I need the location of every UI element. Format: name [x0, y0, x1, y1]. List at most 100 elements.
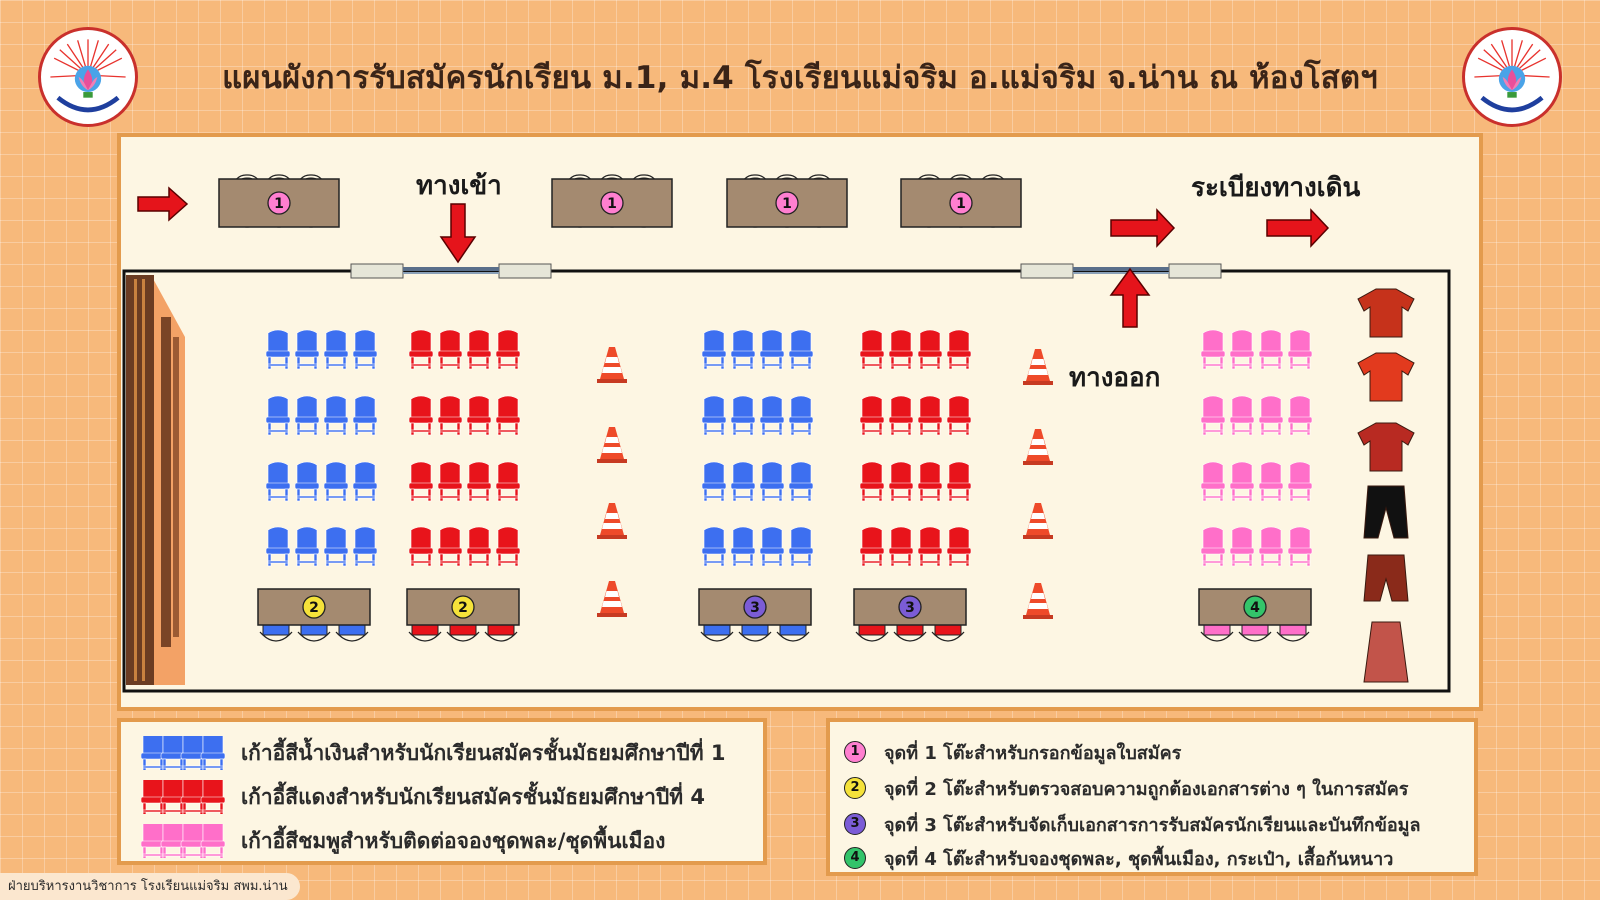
- pink-chair-icon: [1287, 461, 1313, 502]
- svg-text:3: 3: [905, 600, 915, 616]
- school-emblem-icon: [1474, 39, 1550, 113]
- station-1-badge: 1: [775, 191, 799, 215]
- blue-chair-icon: [335, 623, 369, 642]
- red-chair-icon: [466, 461, 492, 502]
- pink-chair-icon: [1229, 329, 1255, 370]
- blue-chair-icon: [265, 461, 291, 502]
- pink-chair-icon: [200, 824, 226, 858]
- red-chair-icon: [437, 461, 463, 502]
- red-chair-icon: [408, 395, 434, 436]
- blue-chair-icon: [738, 623, 772, 642]
- pink-chair-icon: [1229, 526, 1255, 567]
- red-chair-icon: [888, 526, 914, 567]
- station-4-badge: 4: [844, 847, 866, 869]
- svg-text:2: 2: [458, 600, 468, 616]
- traffic-cone-icon: [1023, 349, 1053, 385]
- station-1-badge: 1: [267, 191, 291, 215]
- station-4-badge: 4: [1243, 595, 1267, 619]
- red-chair-icon: [200, 780, 226, 814]
- traffic-cone-icon: [597, 581, 627, 617]
- entrance-label: ทางเข้า: [416, 171, 502, 201]
- red-chair-icon: [466, 329, 492, 370]
- pink-chair-icon: [1287, 395, 1313, 436]
- svg-text:3: 3: [750, 600, 760, 616]
- station-legend-row: 3 จุดที่ 3 โต๊ะสำหรับจัดเก็บเอกสารการรับ…: [844, 804, 1421, 844]
- blue-chair-icon: [352, 329, 378, 370]
- red-chair-icon: [859, 461, 885, 502]
- red-chair-icon: [946, 329, 972, 370]
- red-chair-icon: [859, 329, 885, 370]
- blue-chair-icon: [700, 623, 734, 642]
- chair-legend-row: เก้าอี้สีแดงสำหรับนักเรียนสมัครชั้นมัธยม…: [121, 777, 705, 817]
- blue-chair-icon: [788, 395, 814, 436]
- pink-chair-icon: [141, 824, 166, 858]
- blue-chair-icon: [294, 526, 320, 567]
- svg-text:1: 1: [956, 196, 966, 212]
- pink-chair-icon: [1200, 623, 1234, 642]
- blue-chair-icon: [180, 736, 206, 770]
- station-1-badge: 1: [949, 191, 973, 215]
- station-legend: 1 จุดที่ 1 โต๊ะสำหรับกรอกข้อมูลใบสมัคร 2…: [826, 718, 1478, 876]
- red-chair-icon: [859, 526, 885, 567]
- traffic-cone-icon: [597, 347, 627, 383]
- blue-chair-icon: [701, 395, 727, 436]
- stage: [126, 275, 185, 685]
- red-chair-icon: [466, 395, 492, 436]
- red-chair-icon: [946, 526, 972, 567]
- pink-chair-icon: [1200, 329, 1226, 370]
- blue-chair-icon: [759, 395, 785, 436]
- blue-chair-icon: [265, 395, 291, 436]
- pink-chair-icon: [1200, 395, 1226, 436]
- traffic-cone-icon: [1023, 503, 1053, 539]
- blue-chair-icon: [776, 623, 810, 642]
- svg-text:1: 1: [274, 196, 284, 212]
- pink-chair-icon: [1276, 623, 1310, 642]
- blue-chair-icon: [160, 736, 186, 770]
- blue-chair-icon: [730, 329, 756, 370]
- red-chair-icon: [495, 526, 521, 567]
- blue-chair-icon: [788, 329, 814, 370]
- blue-chair-icon: [259, 623, 293, 642]
- blue-chair-icon: [701, 526, 727, 567]
- red-chair-icon: [917, 395, 943, 436]
- svg-text:4: 4: [1250, 600, 1260, 616]
- chair-legend-text: เก้าอี้สีน้ำเงินสำหรับนักเรียนสมัครชั้นม…: [241, 740, 726, 765]
- red-chair-icon: [495, 395, 521, 436]
- pink-chairs-icon: [141, 824, 226, 858]
- red-chair-icon: [917, 329, 943, 370]
- blue-chair-icon: [294, 395, 320, 436]
- traffic-cone-icon: [597, 427, 627, 463]
- red-chair-icon: [446, 623, 480, 642]
- blue-chair-icon: [141, 736, 166, 770]
- blue-chair-icon: [323, 461, 349, 502]
- polo-shirt-icon: [1357, 422, 1415, 472]
- red-chair-icon: [484, 623, 518, 642]
- exit-label: ทางออก: [1069, 363, 1161, 393]
- red-chair-icon: [180, 780, 206, 814]
- traffic-cone-icon: [597, 503, 627, 539]
- station-2-badge: 2: [844, 777, 866, 799]
- red-chair-icon: [917, 526, 943, 567]
- svg-text:1: 1: [607, 196, 617, 212]
- school-emblem-icon: [50, 39, 126, 113]
- chair-legend-text: เก้าอี้สีชมพูสำหรับติดต่อจองชุดพละ/ชุดพื…: [241, 828, 666, 853]
- station-3-badge: 3: [743, 595, 767, 619]
- blue-chair-icon: [759, 329, 785, 370]
- school-logo-right: [1462, 27, 1562, 127]
- red-chair-icon: [917, 461, 943, 502]
- station-legend-text: จุดที่ 1 โต๊ะสำหรับกรอกข้อมูลใบสมัคร: [884, 742, 1182, 764]
- red-chair-icon: [888, 461, 914, 502]
- svg-text:2: 2: [309, 600, 319, 616]
- black-pants-icon: [1363, 485, 1409, 539]
- svg-text:1: 1: [782, 196, 792, 212]
- pink-chair-icon: [1258, 329, 1284, 370]
- blue-chair-icon: [323, 526, 349, 567]
- station-legend-text: จุดที่ 4 โต๊ะสำหรับจองชุดพละ, ชุดพื้นเมื…: [884, 848, 1394, 870]
- station-legend-text: จุดที่ 3 โต๊ะสำหรับจัดเก็บเอกสารการรับสม…: [884, 814, 1421, 836]
- blue-chair-icon: [294, 329, 320, 370]
- red-chair-icon: [408, 329, 434, 370]
- red-chair-icon: [437, 329, 463, 370]
- blue-chair-icon: [759, 461, 785, 502]
- service-table: [698, 588, 812, 626]
